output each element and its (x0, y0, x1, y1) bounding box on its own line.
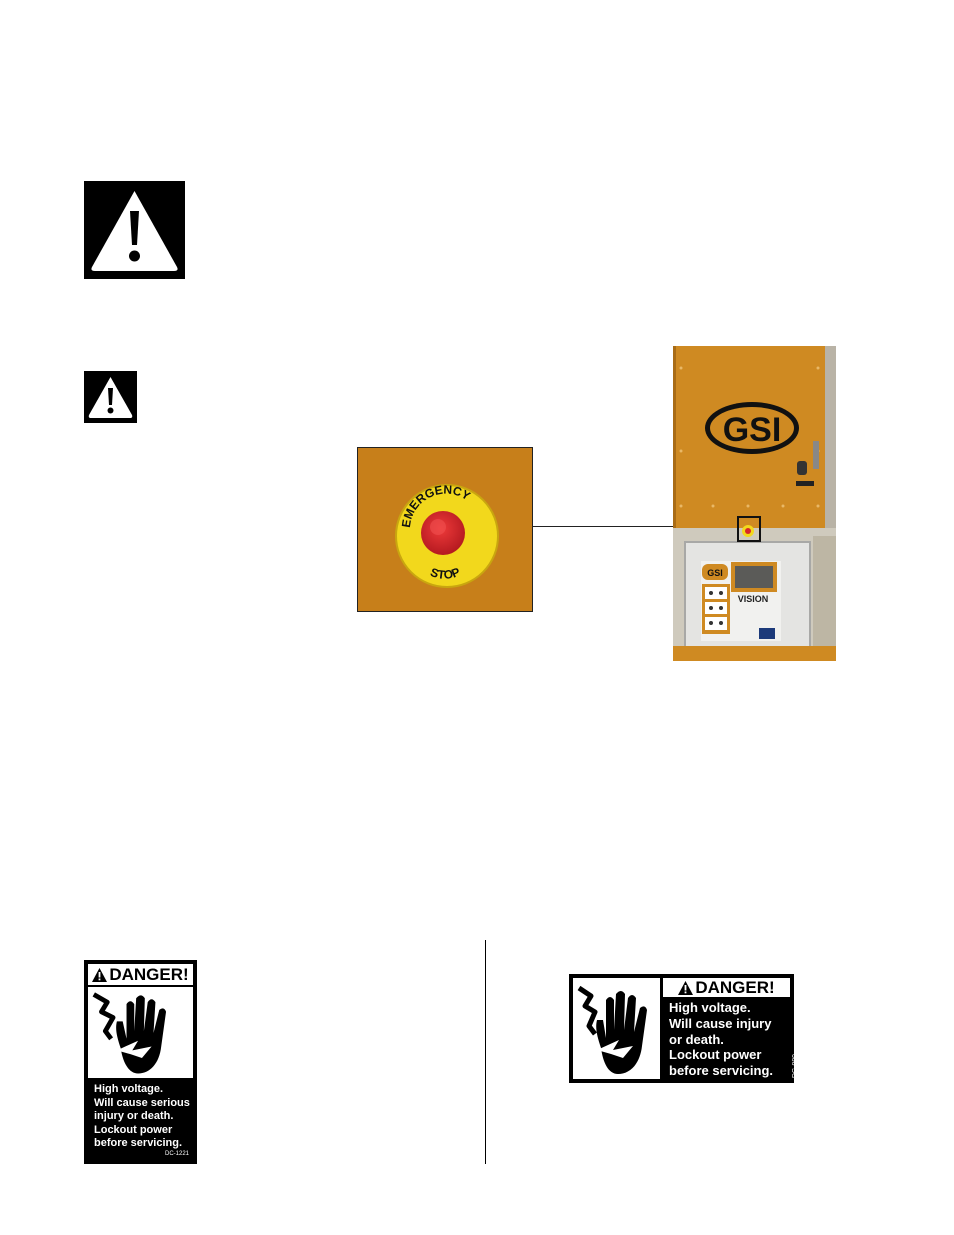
decal-header: DANGER! (663, 978, 790, 997)
danger-decal-vertical: DANGER! High voltage. Will cause serious… (84, 960, 197, 1164)
decal-code: DC-889 (792, 1054, 799, 1079)
decal-code: DC-1221 (164, 1151, 189, 1157)
estop-highlight-box (737, 516, 761, 542)
decal-text: High voltage. Will cause injury or death… (669, 1000, 774, 1079)
warning-triangle-icon (678, 980, 694, 995)
emergency-stop-photo: EMERGENCY STOP (357, 447, 533, 612)
electric-shock-hand-icon (573, 978, 660, 1079)
svg-text:GSI: GSI (707, 568, 723, 578)
warning-triangle-icon (92, 967, 108, 982)
estop-bottom-text: STOP (429, 565, 463, 582)
warning-triangle-icon (84, 371, 137, 423)
column-divider (485, 940, 486, 1164)
electric-shock-hand-icon (88, 987, 193, 1078)
callout-line (532, 526, 737, 527)
vision-label: VISION (738, 594, 769, 604)
control-panel-photo: GSI GSI VISION (673, 346, 836, 661)
warning-triangle-icon (84, 181, 185, 279)
decal-header: DANGER! (88, 964, 193, 985)
gsi-logo: GSI (723, 411, 782, 449)
danger-decal-horizontal: DANGER! High voltage. Will cause injury … (569, 974, 799, 1083)
decal-text: High voltage. Will cause serious injury … (94, 1083, 190, 1149)
